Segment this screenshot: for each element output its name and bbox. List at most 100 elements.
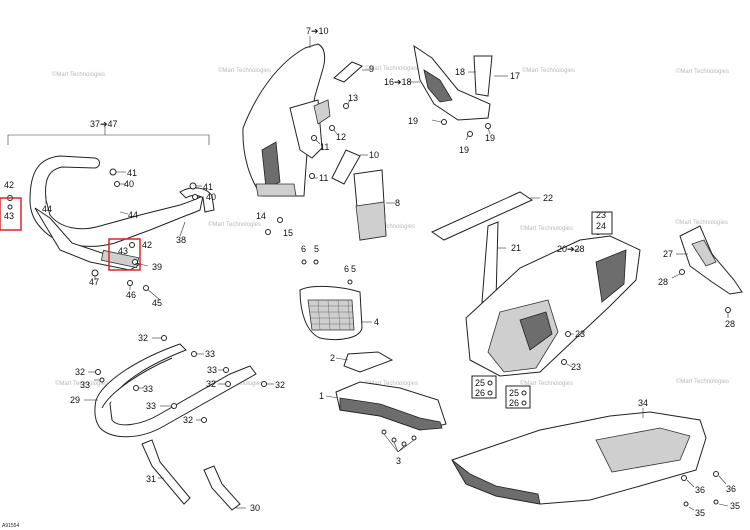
- callout-32[interactable]: 32: [138, 333, 148, 343]
- callout-2[interactable]: 2: [330, 353, 335, 363]
- callout-33[interactable]: 33: [207, 365, 217, 375]
- callout-32[interactable]: 32: [75, 367, 85, 377]
- callout-26[interactable]: 26: [509, 398, 519, 408]
- callout-25[interactable]: 25: [509, 388, 519, 398]
- callout-12[interactable]: 12: [336, 132, 346, 142]
- callout-44[interactable]: 44: [128, 210, 138, 220]
- callout-46[interactable]: 46: [126, 290, 136, 300]
- callout-32[interactable]: 32: [206, 379, 216, 389]
- callout-35[interactable]: 35: [695, 508, 705, 518]
- highlight-box: [108, 238, 141, 271]
- callout-38[interactable]: 38: [176, 235, 186, 245]
- screw-icon: [143, 285, 149, 291]
- skid-plate-edge: [339, 397, 443, 431]
- bolt-icon: [681, 475, 687, 481]
- grille-group: 4: [299, 285, 379, 341]
- callout-33[interactable]: 33: [146, 401, 156, 411]
- bracket-inset: [423, 69, 453, 103]
- callout-32[interactable]: 32: [275, 380, 285, 390]
- watermark: ©Mart Technologies: [362, 223, 415, 230]
- callout-42[interactable]: 42: [4, 180, 14, 190]
- bolt-icon: [201, 417, 207, 423]
- callout-40[interactable]: 40: [124, 179, 134, 189]
- nut-icon: [132, 259, 138, 265]
- washer-icon: [7, 204, 13, 210]
- fastener-icon: [487, 380, 493, 386]
- callout-23[interactable]: 23: [575, 329, 585, 339]
- side-panel-group: 22 21 20➔28 24 23 23 23 25 26 25 26: [430, 191, 743, 409]
- callout-18[interactable]: 18: [455, 67, 465, 77]
- callout-37-47[interactable]: 37➔47: [90, 119, 118, 129]
- callout-28[interactable]: 28: [658, 277, 668, 287]
- callout-29[interactable]: 29: [70, 395, 80, 405]
- callout-41[interactable]: 41: [203, 182, 213, 192]
- skid-plate-group: 34 36 36 35 35: [451, 398, 740, 518]
- clip-icon: [265, 229, 271, 235]
- callout-30[interactable]: 30: [250, 503, 260, 513]
- callout-41[interactable]: 41: [127, 168, 137, 178]
- highlight-box: [0, 197, 22, 231]
- callout-6[interactable]: 6: [344, 264, 349, 274]
- callout-47[interactable]: 47: [89, 277, 99, 287]
- callout-8[interactable]: 8: [395, 198, 400, 208]
- bolt-icon: [225, 381, 231, 387]
- callout-33[interactable]: 33: [80, 380, 90, 390]
- bolt-icon: [161, 335, 167, 341]
- callout-40[interactable]: 40: [206, 192, 216, 202]
- grille-mesh-lines: [308, 299, 354, 331]
- screw-icon: [683, 501, 689, 507]
- callout-5[interactable]: 5: [351, 264, 356, 274]
- callout-25[interactable]: 25: [475, 378, 485, 388]
- callout-32[interactable]: 32: [183, 415, 193, 425]
- callout-23[interactable]: 23: [571, 362, 581, 372]
- trim-strip-17: [473, 55, 493, 97]
- callout-35[interactable]: 35: [730, 501, 740, 511]
- callout-36[interactable]: 36: [726, 484, 736, 494]
- callout-7-10[interactable]: 7➔10: [306, 26, 329, 36]
- callout-21[interactable]: 21: [511, 243, 521, 253]
- callout-11[interactable]: 11: [319, 173, 328, 183]
- fastener-icon: [347, 279, 353, 285]
- fastener-icon: [487, 390, 493, 396]
- callout-43[interactable]: 43: [118, 246, 128, 256]
- fastener-icon: [391, 437, 397, 443]
- callout-13[interactable]: 13: [348, 93, 358, 103]
- callout-14[interactable]: 14: [256, 211, 266, 221]
- callout-36[interactable]: 36: [695, 485, 705, 495]
- callout-1[interactable]: 1: [319, 391, 324, 401]
- callout-11[interactable]: 11: [320, 142, 329, 152]
- watermark: ©Mart Technologies: [52, 71, 105, 78]
- callout-4[interactable]: 4: [374, 317, 379, 327]
- callout-16-18[interactable]: 16➔18: [384, 77, 412, 87]
- callout-17[interactable]: 17: [510, 71, 520, 81]
- callout-19[interactable]: 19: [408, 116, 418, 126]
- callout-9[interactable]: 9: [369, 64, 374, 74]
- callout-34[interactable]: 34: [638, 398, 648, 408]
- callout-44[interactable]: 44: [42, 204, 52, 214]
- callout-39[interactable]: 39: [152, 262, 162, 272]
- callout-19[interactable]: 19: [459, 145, 469, 155]
- callout-5[interactable]: 5: [314, 244, 319, 254]
- callout-15[interactable]: 15: [283, 228, 293, 238]
- callout-24[interactable]: 24: [596, 221, 606, 231]
- washer-icon: [127, 280, 133, 286]
- callout-45[interactable]: 45: [152, 298, 162, 308]
- callout-33[interactable]: 33: [143, 384, 153, 394]
- callout-19[interactable]: 19: [485, 133, 495, 143]
- callout-42[interactable]: 42: [142, 240, 152, 250]
- callout-33[interactable]: 33: [205, 349, 215, 359]
- clip-icon: [277, 217, 283, 223]
- callout-22[interactable]: 22: [543, 193, 553, 203]
- callout-20-28[interactable]: 20➔28: [557, 244, 585, 254]
- callout-31[interactable]: 31: [146, 474, 156, 484]
- callout-23[interactable]: 23: [596, 210, 606, 220]
- callout-28[interactable]: 28: [725, 319, 735, 329]
- callout-26[interactable]: 26: [475, 388, 485, 398]
- callout-43[interactable]: 43: [4, 211, 14, 221]
- callout-10[interactable]: 10: [369, 150, 379, 160]
- watermark: ©Mart Technologies: [675, 219, 728, 226]
- callout-6[interactable]: 6: [301, 244, 306, 254]
- nut-icon: [99, 377, 105, 383]
- callout-3[interactable]: 3: [396, 456, 401, 466]
- callout-27[interactable]: 27: [663, 249, 673, 259]
